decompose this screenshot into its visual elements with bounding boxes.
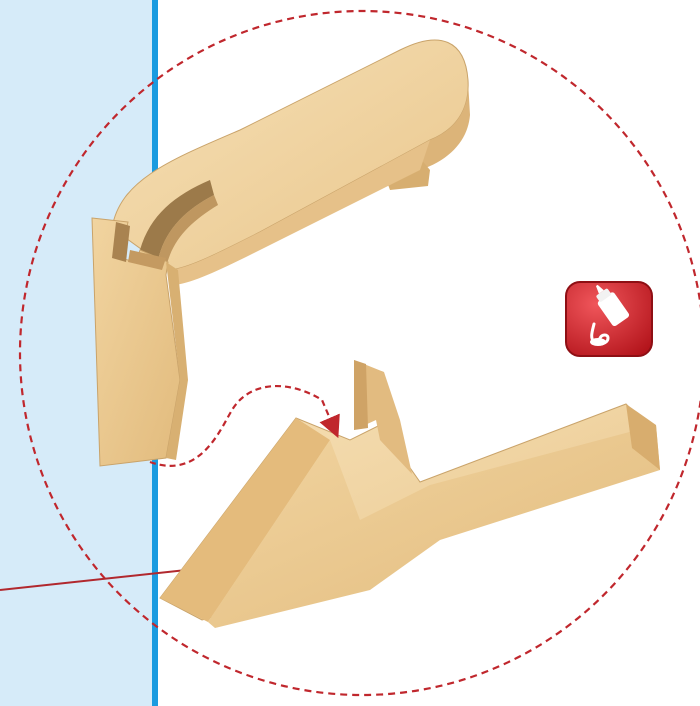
glue-bottle-icon: [564, 280, 654, 358]
leg-piece: [92, 40, 470, 466]
base-piece: [160, 360, 660, 628]
